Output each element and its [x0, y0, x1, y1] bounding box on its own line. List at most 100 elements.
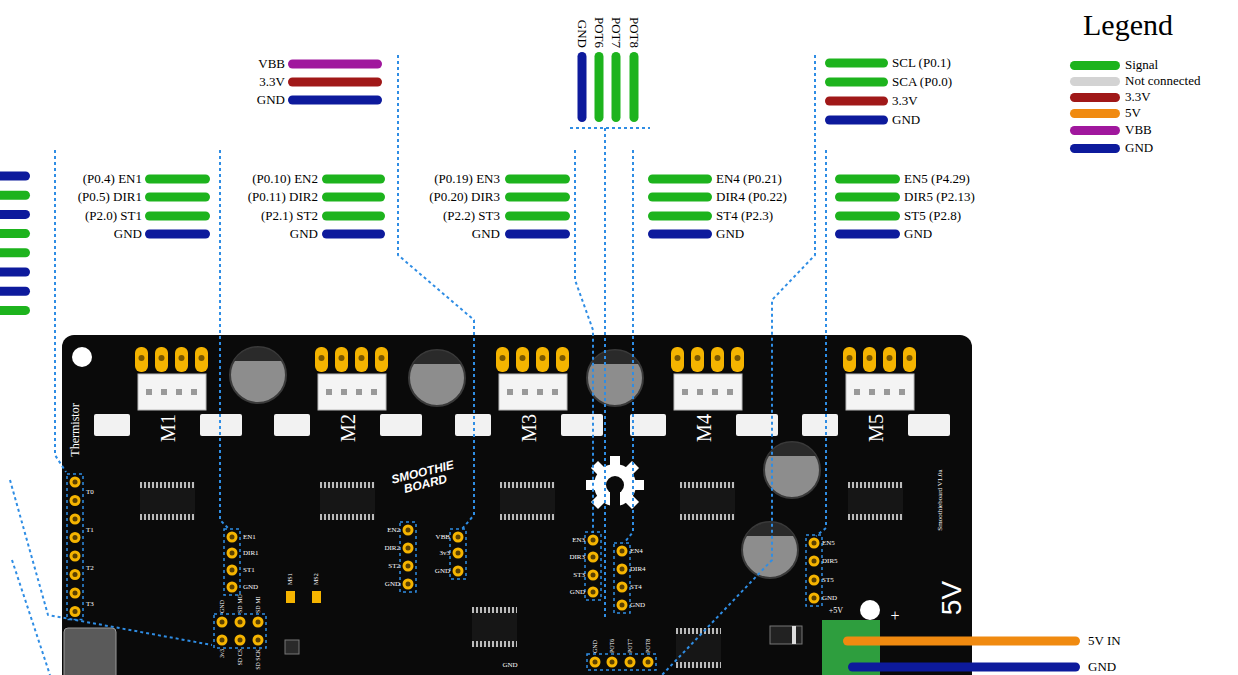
pin-label: 3.3V	[259, 75, 285, 90]
pin-bar	[630, 52, 639, 122]
pin-bar	[825, 97, 888, 106]
legend-swatch	[1070, 61, 1120, 70]
driver-strip	[380, 414, 422, 436]
leader-line	[398, 55, 474, 529]
pin-label: 5V IN	[1088, 634, 1121, 649]
driver-strip	[561, 414, 603, 436]
silkscreen-label: Thermistor	[69, 403, 83, 456]
silkscreen-label: +5V	[829, 606, 843, 615]
silkscreen-label: ST5	[822, 576, 834, 584]
header-outline	[585, 532, 601, 600]
sd-header	[217, 617, 264, 646]
pot-header	[590, 657, 654, 668]
pin-bar	[0, 248, 30, 257]
pin-label: (P0.5) DIR1	[78, 190, 142, 205]
pin-bar	[0, 287, 30, 296]
legend-text: Signal	[1125, 58, 1158, 73]
driver-strip	[802, 414, 838, 436]
mounting-hole	[72, 347, 92, 367]
header-outline	[400, 522, 416, 592]
silkscreen-label: DIR4	[630, 565, 646, 573]
pin-label: GND	[575, 20, 590, 48]
silkscreen-label: 3v3	[440, 549, 451, 557]
chip	[848, 482, 903, 520]
pin-bar	[505, 193, 570, 202]
leader-line	[12, 560, 50, 675]
silkscreen-label: DIR5	[822, 557, 838, 565]
pin-label: POT6	[592, 17, 607, 48]
pin-label: GND	[472, 227, 500, 242]
pin-label: GND	[114, 227, 142, 242]
pin-label: (P2.0) ST1	[85, 209, 142, 224]
header-outline	[67, 474, 83, 620]
pin-label: ST5 (P2.8)	[904, 209, 961, 224]
silkscreen-label: GND	[435, 567, 450, 575]
silkscreen-label: 5V	[936, 581, 968, 615]
pin-label: GND	[892, 113, 920, 128]
pin-bar	[322, 212, 385, 221]
pin-bar	[612, 52, 621, 122]
legend-swatch	[1070, 144, 1120, 153]
driver-strip	[908, 414, 950, 436]
silkscreen-label: VBB	[436, 533, 450, 541]
pin-bar	[505, 230, 570, 239]
pin-label: (P0.19) EN3	[434, 172, 500, 187]
silkscreen-label: ST4	[630, 583, 642, 591]
driver-strip	[274, 414, 310, 436]
small-chip	[285, 640, 299, 654]
header-pads	[588, 535, 599, 598]
diode	[770, 626, 802, 644]
pin-bar	[288, 60, 382, 69]
silkscreen-label: T3	[86, 600, 94, 608]
pin-bar	[288, 78, 382, 87]
silkscreen-label: M4	[693, 414, 716, 442]
leader-line	[55, 150, 66, 472]
silkscreen-label: POT8	[645, 639, 652, 653]
silkscreen-label: MS2	[313, 573, 320, 585]
pin-bar	[648, 230, 712, 239]
chip	[472, 607, 517, 647]
pin-bar	[848, 663, 1080, 672]
motor-connector	[315, 347, 388, 410]
pin-label: EN5 (P4.29)	[904, 172, 970, 187]
silkscreen-label: MS1	[287, 573, 294, 585]
header-outline	[214, 614, 266, 648]
silkscreen-label: EN3	[572, 536, 585, 544]
header-pads	[453, 532, 464, 577]
silkscreen-label: M3	[518, 414, 541, 442]
driver-strip	[94, 414, 130, 436]
pin-bar	[835, 175, 900, 184]
pin-label: (P0.20) DIR3	[429, 190, 500, 205]
pin-label: (P2.1) ST2	[261, 209, 318, 224]
legend-text: Not connected	[1125, 74, 1200, 89]
pin-bar	[648, 212, 712, 221]
pin-bar	[145, 193, 210, 202]
pin-bar	[825, 116, 888, 125]
silkscreen-label: DIR3	[569, 553, 585, 561]
legend-swatch	[1070, 77, 1120, 86]
silkscreen-label: POT7	[627, 639, 634, 653]
motor-connector	[843, 347, 916, 410]
header-outline	[224, 529, 240, 595]
silkscreen-label: GND	[502, 661, 517, 669]
capacitor	[409, 350, 465, 406]
pin-bar	[0, 229, 30, 238]
pin-label: GND	[904, 227, 932, 242]
silkscreen-label: ST2	[388, 562, 400, 570]
silkscreen-label: GND	[822, 594, 837, 602]
pin-bar	[505, 175, 570, 184]
silkscreen-label: SD MO	[237, 594, 244, 613]
chip	[676, 628, 721, 668]
silkscreen-label: EN4	[630, 547, 643, 555]
header-pads	[227, 532, 238, 593]
chip	[320, 482, 375, 520]
silkscreen-label: ST3	[573, 571, 585, 579]
pin-bar	[0, 306, 30, 315]
silkscreen-label: EN2	[387, 526, 400, 534]
legend-swatch	[1070, 126, 1120, 135]
silkscreen-label: POT6	[609, 639, 616, 653]
silkscreen-label: T2	[86, 564, 94, 572]
sd-slot	[64, 628, 116, 675]
chip	[500, 482, 555, 520]
jumper-pad	[312, 591, 321, 603]
